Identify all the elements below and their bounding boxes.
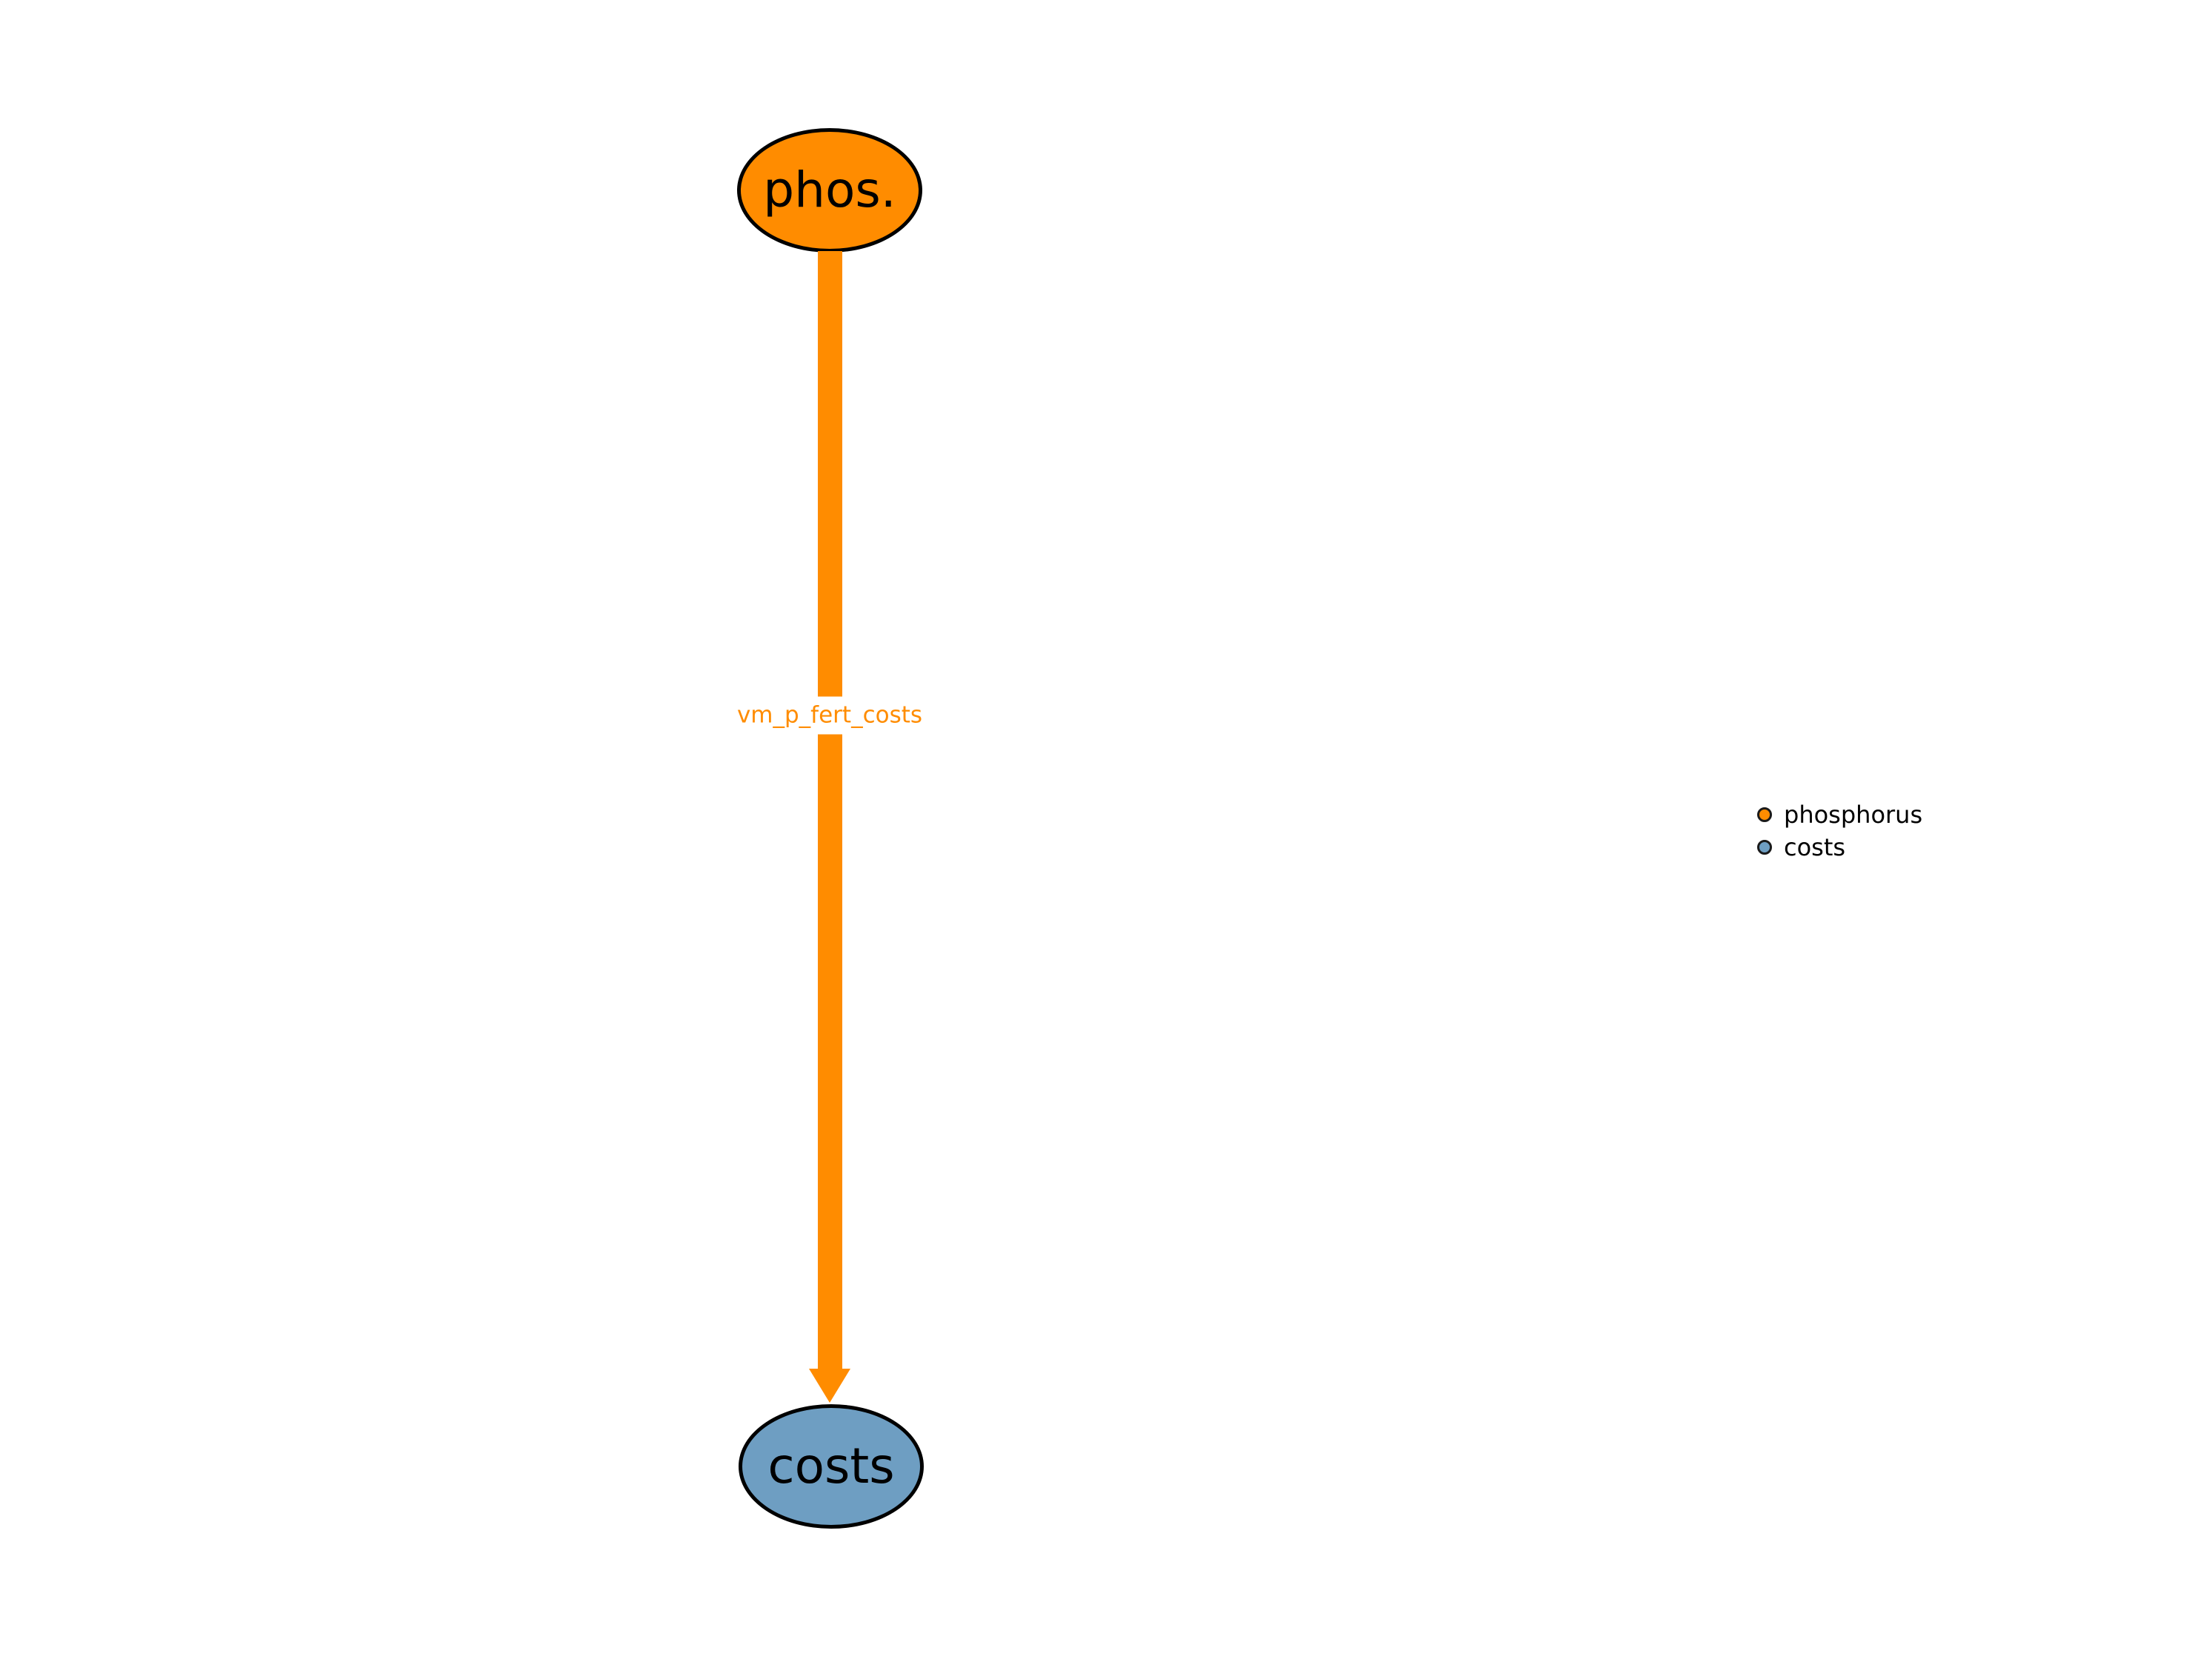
legend-marker-costs-icon [1757, 840, 1772, 855]
legend-label-costs: costs [1784, 833, 1846, 861]
node-costs-label: costs [767, 1438, 895, 1495]
edge-arrowhead-icon [809, 1369, 850, 1403]
legend-marker-phosphorus-icon [1757, 807, 1772, 822]
node-phosphorus-label: phos. [763, 161, 896, 218]
legend-item-costs: costs [1757, 831, 1922, 864]
edge-label: vm_p_fert_costs [732, 696, 927, 735]
node-costs: costs [739, 1404, 924, 1529]
legend-label-phosphorus: phosphorus [1784, 801, 1923, 829]
legend: phosphorus costs [1757, 798, 1922, 864]
node-phosphorus: phos. [737, 128, 922, 253]
legend-item-phosphorus: phosphorus [1757, 798, 1922, 831]
edge-line [818, 251, 842, 1369]
